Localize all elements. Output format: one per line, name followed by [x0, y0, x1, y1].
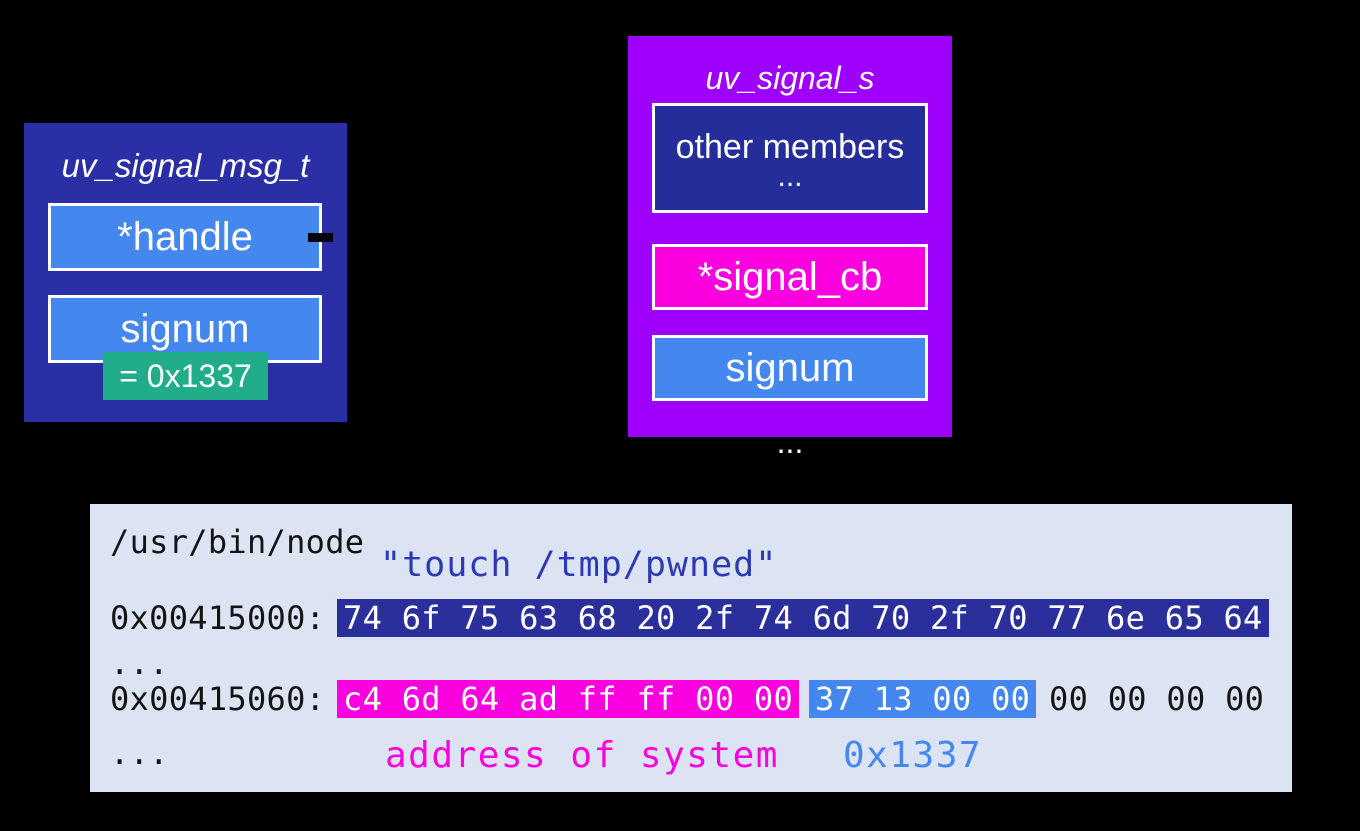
hex-ellipsis-2: ... [110, 734, 169, 772]
uv-signal-msg-t-title: uv_signal_msg_t [61, 147, 310, 184]
signal-cb-field-label: *signal_cb [697, 254, 883, 299]
hex-row1-address: 0x00415000: [110, 599, 326, 637]
hex-row2-signum-bytes: 37 13 00 00 [809, 680, 1037, 718]
hex-ellipsis-1: ... [110, 644, 169, 682]
signal-signum-field-box: signum [652, 335, 928, 401]
other-members-ellipsis: ... [777, 160, 803, 194]
struct-trailing-ellipsis: ... [776, 424, 804, 460]
signal-cb-field-box: *signal_cb [652, 244, 928, 310]
uv-signal-s-struct: uv_signal_s other members ... *signal_cb… [628, 36, 952, 458]
signum-value-label: = 0x1337 [119, 357, 252, 394]
handle-field-label: *handle [117, 214, 253, 259]
other-members-label: other members [675, 127, 905, 166]
hex-row2-system-address-bytes: c4 6d 64 ad ff ff 00 00 [337, 680, 800, 718]
hex-row1-command-bytes: 74 6f 75 63 68 20 2f 74 6d 70 2f 70 77 6… [337, 599, 1269, 637]
binary-path-label: /usr/bin/node [110, 523, 365, 561]
other-members-box: other members ... [652, 103, 928, 213]
signum-field-box: signum [48, 295, 322, 363]
system-address-annotation: address of system [385, 735, 779, 776]
signum-value-annotation: = 0x1337 [103, 352, 268, 400]
hex-row2-padding-bytes: 00 00 00 00 [1049, 680, 1265, 718]
handle-field-box: *handle [48, 203, 322, 271]
command-string-label: "touch /tmp/pwned" [380, 545, 778, 585]
signal-signum-field-label: signum [725, 345, 855, 390]
handle-pointer-arrow-stub [308, 233, 333, 242]
memory-dump-panel: /usr/bin/node "touch /tmp/pwned" 0x00415… [90, 504, 1292, 792]
signum-field-label: signum [120, 306, 250, 351]
signum-value-hex-annotation: 0x1337 [843, 735, 983, 776]
hex-row2-address: 0x00415060: [110, 680, 326, 718]
uv-signal-s-title: uv_signal_s [705, 60, 875, 96]
uv-signal-msg-t-struct: uv_signal_msg_t *handle signum = 0x1337 [24, 123, 347, 422]
